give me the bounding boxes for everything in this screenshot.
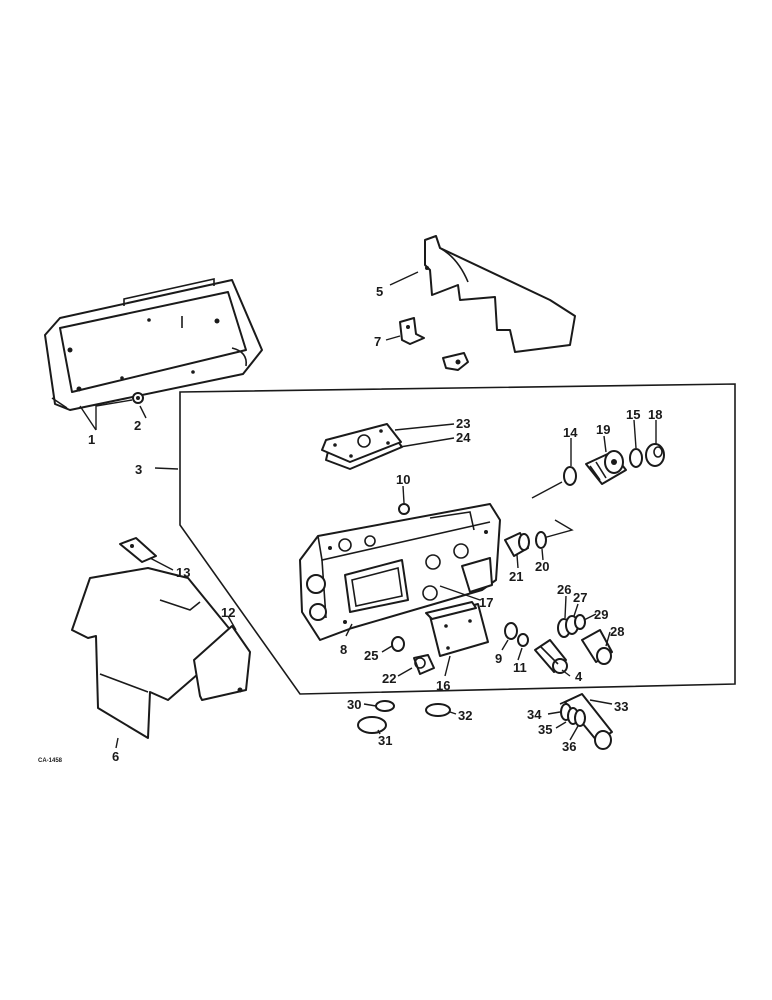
fitting-21-part (504, 532, 530, 557)
callout-29: 29 (594, 607, 608, 622)
callout-34: 34 (527, 707, 542, 722)
side-shield-12-part (193, 625, 251, 701)
ring-36-part (574, 709, 586, 727)
o-ring-9-part (504, 622, 518, 640)
callout-33: 33 (614, 699, 628, 714)
callout-21: 21 (509, 569, 523, 584)
callout-12: 12 (221, 605, 235, 620)
callout-26: 26 (557, 582, 571, 597)
bracket-shield-part (424, 235, 576, 353)
fitting-4-part (534, 639, 568, 674)
plug-10-part (398, 503, 410, 515)
callout-5: 5 (376, 284, 383, 299)
callout-18: 18 (648, 407, 662, 422)
callout-16: 16 (436, 678, 450, 693)
relief-valve-33-part (559, 693, 613, 750)
small-bracket-part (399, 317, 469, 371)
bracket-13-part (119, 537, 157, 563)
callout-27: 27 (573, 590, 587, 605)
callout-22: 22 (382, 671, 396, 686)
o-ring-20-part (535, 531, 547, 549)
callout-11: 11 (513, 660, 527, 675)
cap-18-part (645, 443, 665, 467)
o-ring-30-part (375, 700, 395, 712)
callout-9: 9 (495, 651, 502, 666)
fender-shield-part (71, 567, 233, 739)
callout-13: 13 (176, 565, 190, 580)
callout-2: 2 (134, 418, 141, 433)
callout-25: 25 (364, 648, 378, 663)
callout-10: 10 (396, 472, 410, 487)
callout-1: 1 (88, 432, 95, 447)
cover-plate-part (44, 278, 263, 411)
callout-8: 8 (340, 642, 347, 657)
leader-lines (79, 271, 657, 749)
callout-32: 32 (458, 708, 472, 723)
plug-part (132, 392, 144, 404)
o-ring-11-part (517, 633, 529, 647)
callout-23: 23 (456, 416, 470, 431)
callout-20: 20 (535, 559, 549, 574)
valve-cover-part (321, 423, 403, 470)
callout-15: 15 (626, 407, 640, 422)
callout-28: 28 (610, 624, 624, 639)
valve-body-part (299, 503, 501, 641)
o-ring-25-part (391, 636, 405, 652)
callout-6: 6 (112, 749, 119, 764)
callout-14: 14 (563, 425, 578, 440)
valve-19-part (585, 450, 627, 485)
callout-4: 4 (575, 669, 583, 684)
valve-plate-part (425, 601, 489, 657)
callout-36: 36 (562, 739, 576, 754)
o-ring-14-part (563, 466, 577, 486)
o-ring-31-part (357, 716, 387, 734)
plug-28-part (581, 629, 613, 665)
o-ring-15-part (629, 448, 643, 468)
drawing-code: CA-1458 (38, 758, 63, 764)
callout-30: 30 (347, 697, 361, 712)
o-ring-32-part (425, 703, 451, 717)
callout-7: 7 (374, 334, 381, 349)
callout-31: 31 (378, 733, 392, 748)
callout-17: 17 (479, 595, 493, 610)
plug-bolt-22-part (413, 654, 435, 675)
spring-seat-26-29-part (557, 614, 586, 638)
callout-24: 24 (456, 430, 471, 445)
assembly-boundary (179, 383, 736, 695)
callout-19: 19 (596, 422, 610, 437)
callout-3: 3 (135, 462, 142, 477)
callout-35: 35 (538, 722, 552, 737)
